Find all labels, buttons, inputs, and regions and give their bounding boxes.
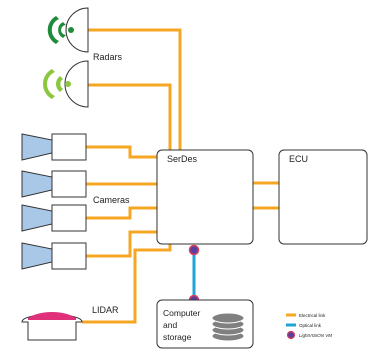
radar-2 bbox=[43, 60, 89, 108]
legend: Electrical link Optical link LightVISION… bbox=[286, 313, 332, 340]
camera4-link bbox=[86, 230, 157, 258]
ecu-label: ECU bbox=[289, 154, 308, 164]
legend-electrical-label: Electrical link bbox=[299, 313, 326, 318]
radar2-link bbox=[88, 83, 172, 150]
serdes-box bbox=[156, 149, 254, 245]
cameras-label: Cameras bbox=[93, 195, 130, 205]
electrical-links bbox=[82, 28, 279, 324]
legend-vm-label: LightVISION VM bbox=[299, 333, 332, 338]
camera1-link bbox=[86, 145, 157, 159]
camera-3 bbox=[21, 204, 87, 232]
camera-2 bbox=[21, 170, 87, 198]
camera3-link bbox=[86, 206, 157, 220]
storage-disk-icon bbox=[211, 312, 245, 342]
radars-label: Radars bbox=[93, 52, 123, 62]
legend-vm-swatch bbox=[286, 330, 296, 340]
camera-1 bbox=[21, 133, 87, 161]
radar-1 bbox=[47, 7, 89, 53]
radar-2-signal-icon bbox=[43, 69, 71, 99]
lidar-label: LIDAR bbox=[92, 305, 119, 315]
computer-label-3: storage bbox=[163, 332, 192, 342]
legend-optical-label: Optical link bbox=[299, 323, 322, 328]
lidar-link bbox=[82, 244, 172, 324]
computer-label-1: Computer bbox=[163, 308, 200, 318]
lidar bbox=[21, 312, 83, 341]
camera-4 bbox=[21, 242, 87, 270]
vm-marker-top bbox=[188, 244, 200, 256]
serdes-label: SerDes bbox=[167, 154, 198, 164]
radar1-link bbox=[88, 28, 182, 150]
ecu-box bbox=[278, 149, 368, 245]
computer-label-2: and bbox=[163, 320, 177, 330]
radar-1-signal-icon bbox=[47, 16, 74, 44]
